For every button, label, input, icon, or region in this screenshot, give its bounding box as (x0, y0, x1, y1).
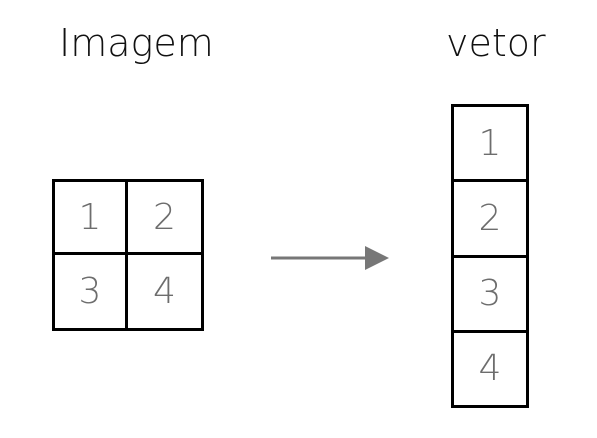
image-cell-1: 1 (55, 182, 128, 255)
vector-column: 1 2 3 4 (451, 104, 529, 408)
right-arrow-icon (271, 246, 389, 270)
image-title: Imagem (59, 21, 214, 65)
image-cell-2: 2 (128, 182, 201, 255)
arrow-head (365, 246, 389, 270)
vector-cell-2: 2 (454, 182, 526, 258)
image-grid: 1 2 3 4 (52, 179, 204, 331)
vector-title: vetor (446, 21, 546, 65)
image-cell-4: 4 (153, 271, 176, 312)
image-cell-3: 3 (55, 255, 128, 328)
vector-cell-3: 3 (454, 258, 526, 333)
vector-cell-1: 1 (454, 107, 526, 183)
vector-cell-4: 4 (478, 348, 502, 390)
